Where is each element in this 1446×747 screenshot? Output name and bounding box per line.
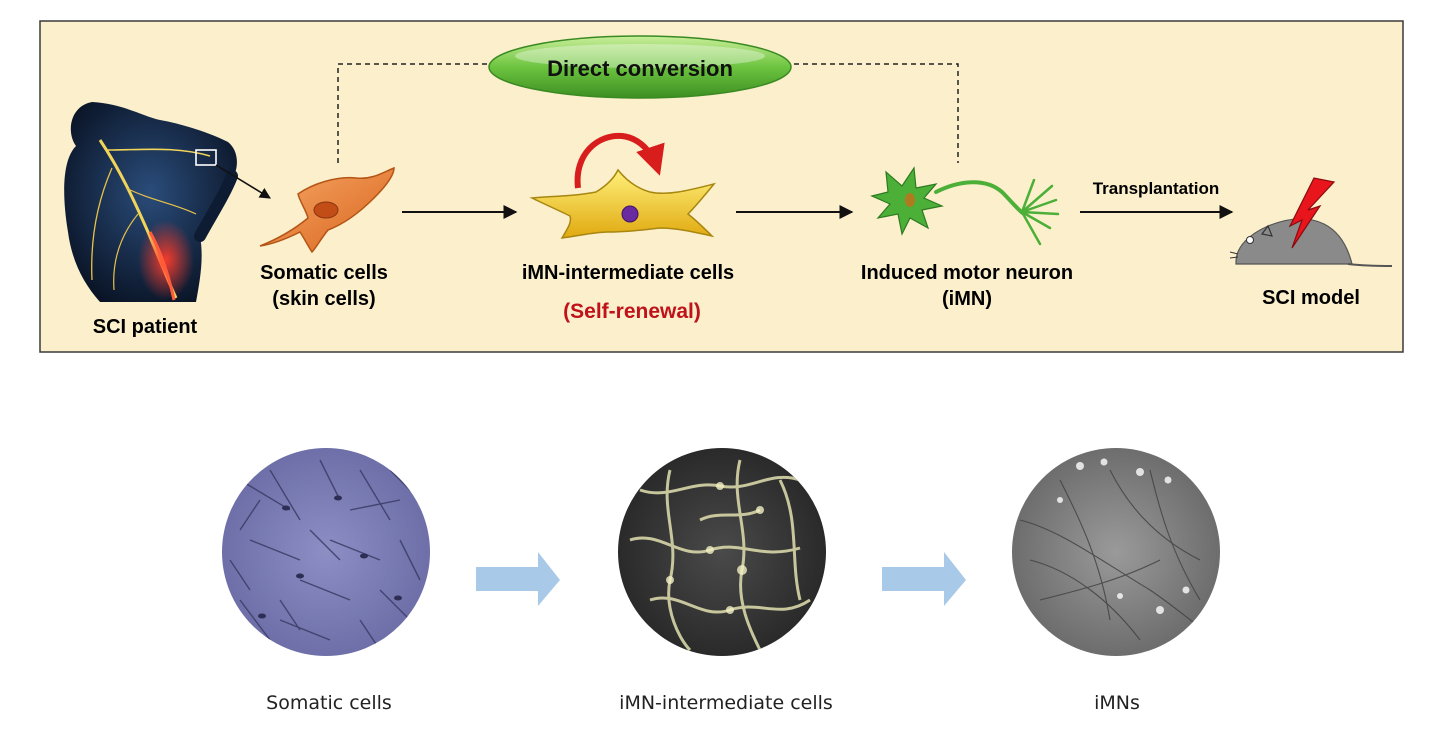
transplantation-label: Transplantation [1093,179,1220,198]
somatic-cell-icon [259,166,395,254]
self-renewal-label: (Self-renewal) [563,300,701,323]
neuron-label-line2: (iMN) [942,288,992,310]
injury-bolt-icon [1288,177,1336,249]
intermediate-micrograph [618,448,826,656]
direct-conversion-connector [337,63,959,163]
flow-arrow-bottom-2 [882,552,966,606]
motor-neuron-icon [870,166,1060,246]
bottom-intermediate-label: iMN-intermediate cells [619,692,833,714]
bottom-somatic-label: Somatic cells [266,692,392,714]
direct-conversion-pill: Direct conversion [488,35,792,99]
biopsy-site-box [195,149,217,166]
self-renewal-arrow [574,132,665,189]
somatic-label-line2: (skin cells) [272,288,375,310]
sci-model-label: SCI model [1262,287,1360,309]
flow-arrow-bottom-1 [476,552,560,606]
biopsy-arrow [215,164,271,199]
somatic-label-line1: Somatic cells [260,262,388,284]
bottom-imns-label: iMNs [1094,692,1140,714]
direct-conversion-label: Direct conversion [547,56,733,81]
intermediate-label: iMN-intermediate cells [522,262,734,284]
mouse-icon [1229,177,1393,267]
sci-patient-figure [64,102,238,302]
somatic-micrograph [222,448,430,656]
sci-patient-label: SCI patient [93,316,198,338]
intermediate-cell-icon [529,168,717,239]
neuron-label-line1: Induced motor neuron [861,262,1073,284]
imn-micrograph [1012,448,1220,656]
